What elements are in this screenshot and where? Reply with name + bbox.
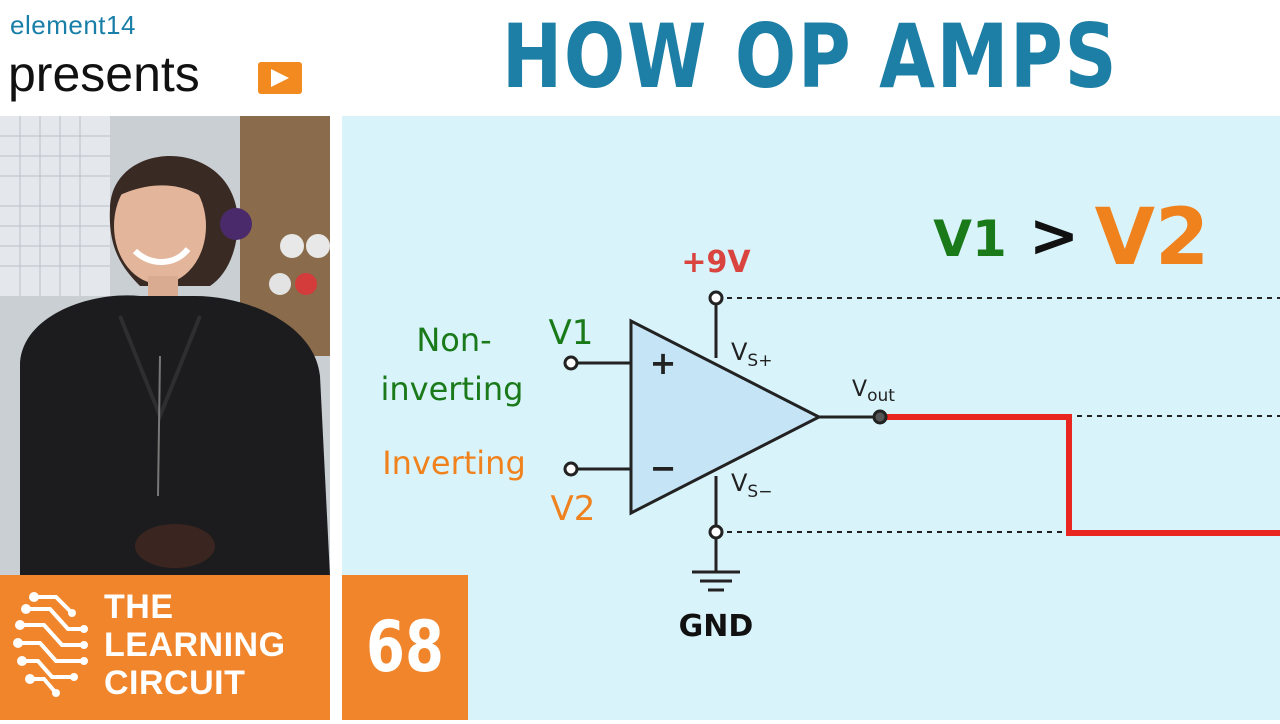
vout-label: Vout xyxy=(852,377,895,406)
vs-plus-terminal xyxy=(708,290,724,306)
play-icon xyxy=(258,62,302,94)
vout-terminal xyxy=(872,409,888,425)
comparison-operator: > xyxy=(1029,201,1079,271)
show-title-line2: LEARNING xyxy=(104,626,286,664)
v2-input-label: V2 xyxy=(551,489,596,529)
episode-number: 68 xyxy=(366,606,444,688)
minus-sign: − xyxy=(650,449,677,487)
show-title-line3: CIRCUIT xyxy=(104,664,246,702)
vs-minus-terminal xyxy=(708,524,724,540)
show-logo xyxy=(0,575,330,720)
output-waveform xyxy=(880,414,1280,536)
plus-sign: + xyxy=(650,344,677,382)
inverting-label: Inverting xyxy=(382,444,526,482)
element14-logo: element14 xyxy=(10,10,136,40)
page-title: HOW OP AMPS WORK xyxy=(501,5,1119,222)
opamp-triangle xyxy=(629,318,823,516)
presents-label: presents xyxy=(8,46,200,102)
brand-header: element14 presents xyxy=(0,0,330,114)
ground-label: GND xyxy=(679,609,754,644)
v1-terminal xyxy=(563,355,579,371)
show-title-line1: THE xyxy=(104,588,174,626)
comparison-left: V1 xyxy=(933,210,1007,268)
noninverting-label-2: inverting xyxy=(381,370,524,408)
comparison-right: V2 xyxy=(1095,193,1210,283)
noninverting-label-1: Non- xyxy=(416,321,491,359)
episode-badge xyxy=(342,575,468,720)
v2-terminal xyxy=(563,461,579,477)
opamp-diagram: + − +9V VS+ VS− Vout V1 Non- inverting I… xyxy=(342,116,1280,720)
supply-label: +9V xyxy=(681,245,751,280)
vs-plus-label: VS+ xyxy=(731,338,772,371)
v1-input-label: V1 xyxy=(549,313,594,353)
presenter-photo xyxy=(0,116,330,576)
vs-minus-label: VS− xyxy=(731,469,772,502)
show-title: THE LEARNING CIRCUIT xyxy=(104,588,286,702)
circuit-brain-icon xyxy=(13,592,88,697)
